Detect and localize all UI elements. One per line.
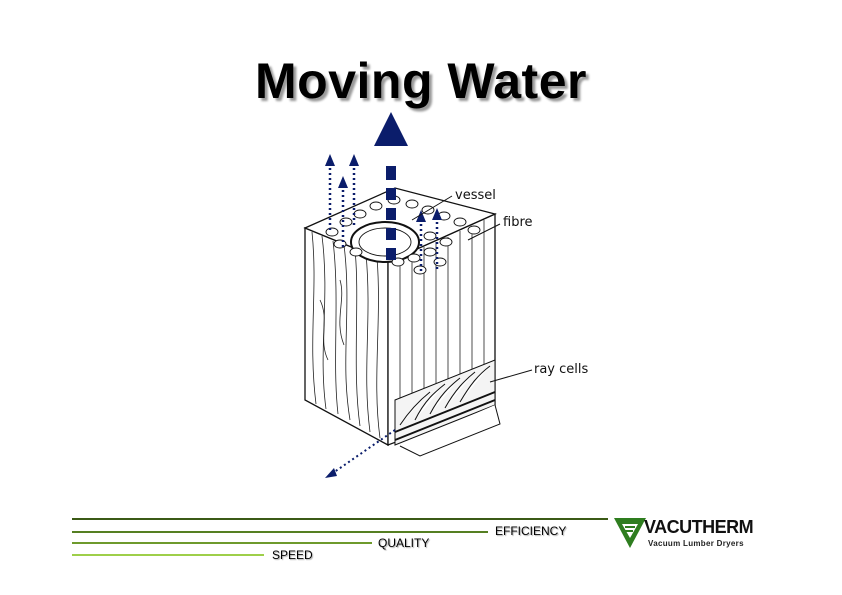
fibre-leader bbox=[467, 223, 501, 241]
logo-name: VACUTHERM bbox=[644, 517, 754, 537]
fibre-flow-arrows bbox=[328, 168, 439, 274]
ray-cells-leader bbox=[489, 369, 533, 383]
vessel-arrow-head bbox=[374, 112, 408, 146]
fibre-arrow-heads bbox=[325, 154, 442, 222]
vessel-leader bbox=[411, 195, 453, 221]
efficiency-bar bbox=[72, 518, 608, 520]
ray-cells-structure bbox=[394, 359, 501, 457]
top-cells bbox=[325, 195, 481, 275]
ray-cells-label: ray cells bbox=[534, 362, 589, 377]
front-grain bbox=[311, 231, 381, 439]
vessel-flow-arrow bbox=[374, 112, 408, 260]
efficiency-label: EFFICIENCY bbox=[495, 524, 567, 538]
quality-label: QUALITY bbox=[378, 536, 430, 550]
quality-bar bbox=[72, 531, 488, 533]
leader-lines bbox=[411, 195, 533, 383]
vacutherm-logo-icon bbox=[614, 518, 646, 548]
speed-bar-light bbox=[72, 554, 264, 556]
logo-tagline: Vacuum Lumber Dryers bbox=[648, 539, 744, 548]
ray-flow-arrow bbox=[325, 429, 396, 478]
page-title: Moving Water bbox=[255, 53, 587, 109]
speed-bar bbox=[72, 542, 372, 544]
fibre-label: fibre bbox=[503, 215, 533, 230]
speed-label: SPEED bbox=[272, 548, 313, 562]
vessel-label: vessel bbox=[455, 188, 496, 203]
